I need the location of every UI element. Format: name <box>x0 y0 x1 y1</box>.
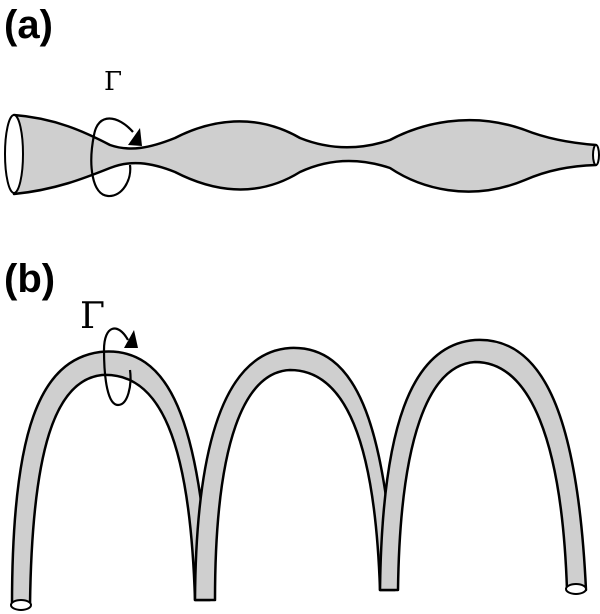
panel-b-gamma-symbol: Γ <box>80 296 105 337</box>
panel-a-label: (a) <box>4 3 53 47</box>
helix-arch-3 <box>378 338 588 592</box>
helix-arch-2 <box>193 346 397 602</box>
tube-left-end-cap <box>4 114 24 194</box>
helical-tube <box>10 338 588 611</box>
helix-left-end-cap <box>10 599 32 611</box>
helix-arch-1 <box>10 350 212 607</box>
varicose-tube <box>12 113 598 196</box>
panel-b: (b) Γ <box>4 257 588 611</box>
panel-a: (a) Γ <box>4 3 600 198</box>
helix-right-end-cap <box>565 583 587 595</box>
tube-right-end-cap <box>592 144 600 166</box>
circulation-loop-icon <box>102 327 138 407</box>
panel-b-label: (b) <box>4 257 55 301</box>
panel-a-gamma-symbol: Γ <box>104 67 122 97</box>
circulation-loop-icon <box>90 117 142 198</box>
